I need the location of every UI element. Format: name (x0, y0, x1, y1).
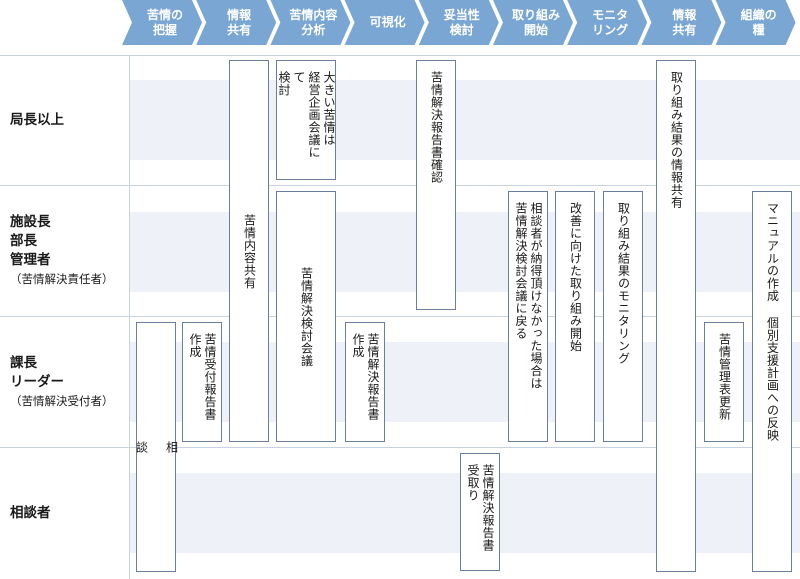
box-manual-creation: マニュアルの作成 個別支援計画への反映 (752, 191, 792, 572)
box-result-share: 取り組み結果の情報共有 (656, 60, 696, 572)
row-label-section-chief: 課長 リーダー （苦情解決受付者） (0, 317, 128, 447)
row-label-client: 相談者 (10, 505, 51, 521)
box-resolution-meeting: 苦情解決検討会議 (276, 191, 336, 442)
stage-label: 情報 共有 (672, 7, 697, 37)
process-chevron-bar (122, 0, 796, 45)
stage-chevron (270, 0, 351, 45)
stage-label: 取り組み 開始 (511, 7, 560, 37)
stage-chevron (196, 0, 277, 45)
box-complaint-receipt-report: 苦情受付報告書 作成 (182, 322, 222, 442)
box-complaint-share: 苦情内容共有 (229, 60, 269, 442)
box-resolution-report-create: 苦情解決報告書 作成 (345, 322, 385, 442)
stage-label: 情報 共有 (227, 7, 252, 37)
stage-chevron (418, 0, 499, 45)
box-resolution-report-confirm: 苦情解決報告書確認 (416, 60, 456, 310)
label-column-separator (129, 55, 130, 579)
stage-label: 苦情内容 分析 (289, 7, 338, 37)
row-separator (0, 185, 800, 186)
stage-chevron (344, 0, 425, 45)
row-label-director: 局長以上 (10, 112, 64, 128)
stage-chevron (493, 0, 573, 45)
stage-chevron (567, 0, 648, 45)
box-improvement-start: 改善に向けた取り組み開始 (555, 191, 595, 442)
stage-label: 組織の 糧 (740, 7, 777, 37)
row-separator (0, 316, 800, 317)
stage-label: 可視化 (369, 15, 406, 29)
box-management-table-update: 苦情管理表更新 (704, 322, 744, 442)
box-result-monitoring: 取り組み結果のモニタリング (603, 191, 643, 442)
stage-label: モニタ リング (592, 7, 629, 37)
stage-chevron (641, 0, 722, 45)
box-consultation: 相 談 (135, 322, 179, 572)
row-sublabel-responsible: （苦情解決責任者） (10, 272, 114, 286)
row-label-facility-head: 施設長 部長 管理者 （苦情解決責任者） (0, 186, 128, 316)
grid-top-line (0, 55, 800, 56)
stage-label: 妥当性 検討 (443, 7, 480, 37)
stage-chevron (715, 0, 796, 45)
row-separator (0, 447, 800, 448)
box-major-complaint-review: 大きい苦情は 経営企画会議にて 検討 (276, 60, 336, 180)
stage-label: 苦情の 把握 (146, 7, 183, 37)
stage-chevron (122, 0, 202, 45)
row-sublabel-receiver: （苦情解決受付者） (10, 393, 114, 408)
box-return-to-meeting: 相談者が納得頂けなかった場合は 苦情解決検討会議に戻る (508, 191, 548, 442)
box-resolution-report-receive: 苦情解決報告書 受取り (460, 453, 500, 571)
